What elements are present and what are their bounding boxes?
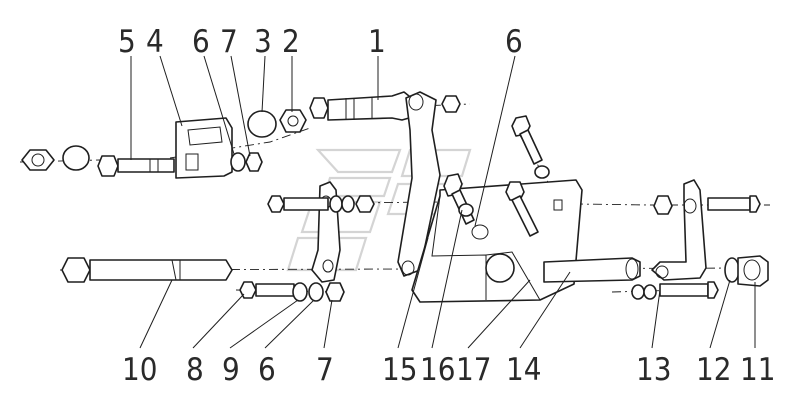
callouts-top: 5 4 6 7 3 2 1 6: [118, 24, 523, 60]
callout-1: 1: [368, 24, 386, 60]
nut-7-lower: [325, 282, 345, 302]
callout-8: 8: [186, 352, 204, 388]
washer-12: [724, 257, 740, 283]
callout-7: 7: [220, 24, 238, 60]
callout-15: 15: [382, 352, 417, 388]
nut-11: [737, 255, 769, 287]
callout-5: 5: [118, 24, 136, 60]
callout-3: 3: [254, 24, 272, 60]
callout-6-lower: 6: [258, 352, 276, 388]
clamp-plate-4: [175, 117, 233, 179]
nut-2: [279, 109, 307, 133]
shaft-14: [543, 257, 641, 283]
callouts-bottom: 10 8 9 6 7 15 16 17 14 13 12 11: [122, 352, 775, 388]
bolt-13-lower: [631, 281, 719, 300]
callout-2: 2: [282, 24, 300, 60]
callout-6-right: 6: [505, 24, 523, 60]
callout-16: 16: [420, 352, 455, 388]
callout-12: 12: [696, 352, 731, 388]
callout-17: 17: [456, 352, 491, 388]
leader-lines: [130, 55, 756, 349]
washer-6-upper: [230, 152, 246, 172]
nut-right-upper: [653, 195, 673, 215]
washer-far-left: [62, 145, 90, 171]
bolt-8: [239, 281, 295, 299]
lever-arm-13: [651, 179, 707, 281]
bolt-right-upper: [707, 195, 761, 213]
mounting-bracket-17: [411, 179, 583, 303]
callout-7-lower: 7: [316, 352, 334, 388]
callout-4: 4: [146, 24, 164, 60]
hex-nut-far-left: [21, 149, 55, 171]
adjusting-bolt-1: [309, 91, 417, 121]
callout-14: 14: [506, 352, 541, 388]
callout-9: 9: [222, 352, 240, 388]
washer-9: [292, 282, 308, 302]
callout-13: 13: [636, 352, 671, 388]
washer-6-lower: [308, 282, 324, 302]
nut-1-right: [441, 95, 461, 113]
callout-10: 10: [122, 352, 157, 388]
bolt-upper-left-arm: [267, 195, 375, 213]
stud-bracket-right: [505, 181, 539, 237]
nut-7-upper: [245, 152, 263, 172]
long-pin-10: [61, 257, 233, 283]
callout-6: 6: [192, 24, 210, 60]
upper-bolt-6: [511, 115, 550, 179]
bolt-5: [97, 155, 175, 177]
washer-3: [247, 110, 277, 138]
callout-11: 11: [740, 352, 775, 388]
